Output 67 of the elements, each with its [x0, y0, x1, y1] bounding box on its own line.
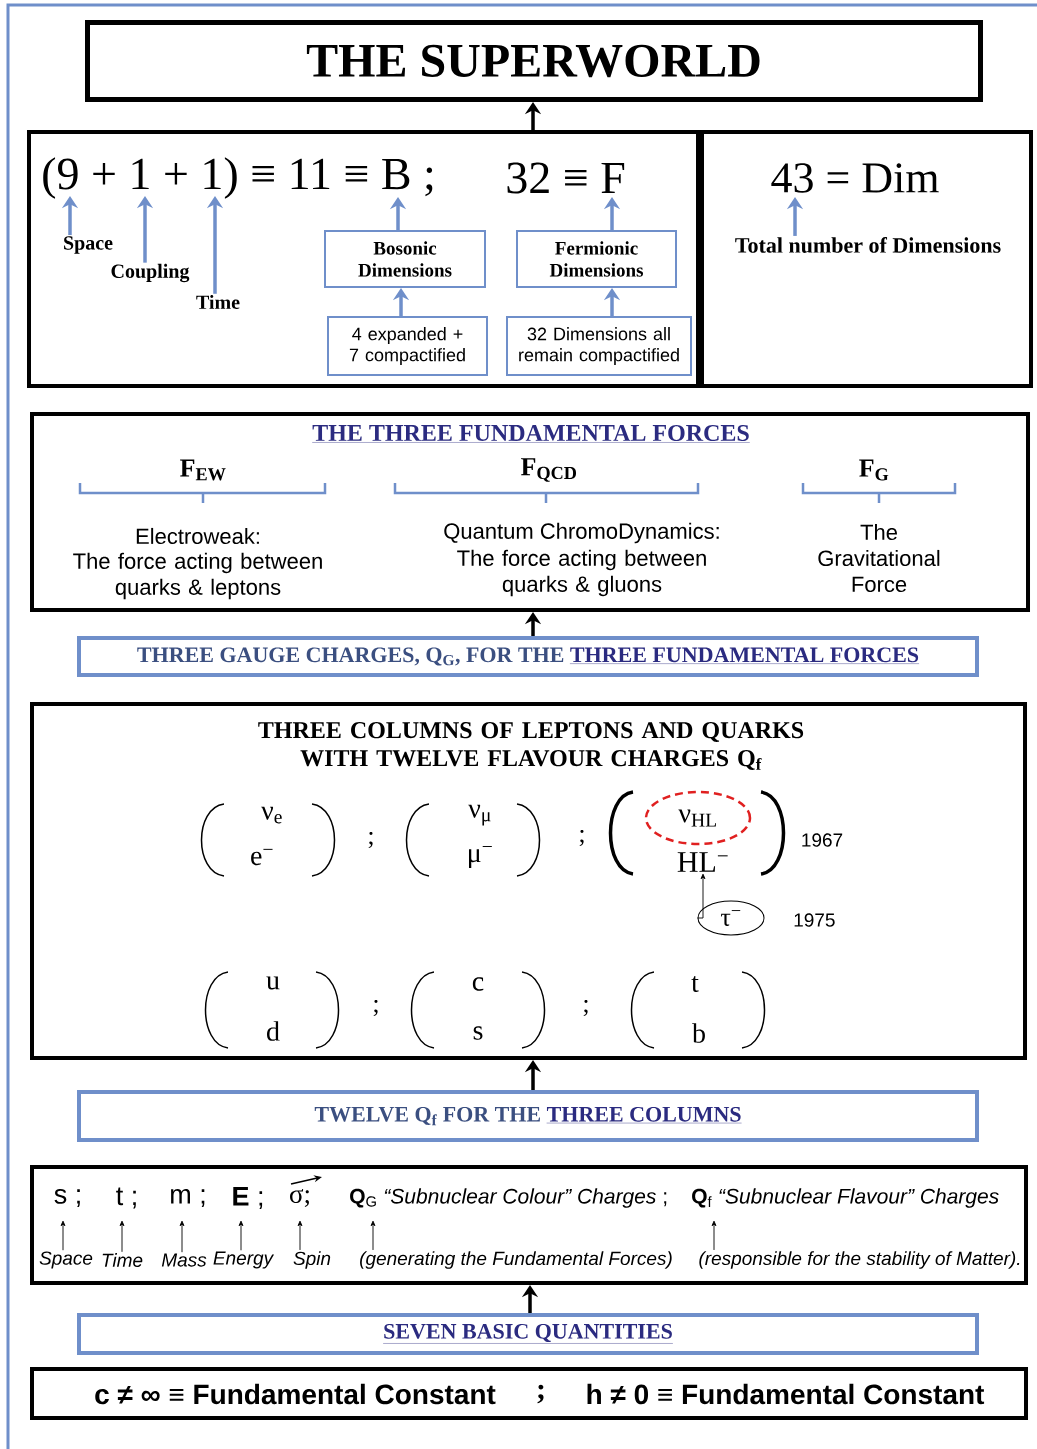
label-box: 32 Dimensions all remain compactified — [506, 316, 692, 376]
arrow — [297, 1220, 303, 1251]
quantity-symbol: s ; — [54, 1189, 80, 1207]
quantity-symbol: Q$_{f}$ “Subnuclear Flavour” Charges — [692, 1188, 999, 1208]
particle-symbol: HL$^{−}$ — [677, 852, 728, 872]
separator: ; — [373, 999, 378, 1017]
equation-text: (9 + 1 + 1) ≡ 11 ≡ B ; — [43, 157, 433, 199]
force-name: Quantum ChromoDynamics: — [444, 522, 719, 544]
year-label: 1967 — [802, 833, 843, 847]
quantity-caption: Time — [102, 1253, 143, 1267]
constant-text: h ≠ 0 ≡ Fundamental Constant — [587, 1383, 985, 1405]
separator: ; — [537, 1384, 544, 1404]
quantity-caption: (generating the Fundamental Forces) — [360, 1251, 672, 1269]
arrow — [711, 1220, 717, 1251]
arrow — [238, 1220, 244, 1251]
caption-text: Coupling — [111, 263, 190, 283]
separator: ; — [579, 829, 584, 847]
quantity-caption: Mass — [161, 1253, 207, 1267]
caption-text: Total number of Dimensions — [735, 237, 1001, 253]
force-name: Electroweak: — [136, 527, 259, 545]
constant-text: c ≠ ∞ ≡ Fundamental Constant — [95, 1383, 496, 1405]
arrow — [179, 1220, 185, 1253]
particle-symbol: b — [692, 1023, 705, 1043]
arrow — [697, 873, 706, 919]
year-label: 1975 — [794, 913, 835, 927]
separator: ; — [583, 999, 588, 1017]
quantity-symbol: Q$_{G}$ “Subnuclear Colour” Charges ; — [350, 1188, 667, 1208]
quantity-caption: Spin — [293, 1251, 331, 1269]
quantity-symbol: t ; — [116, 1187, 136, 1209]
force-description: The Gravitational Force — [818, 523, 940, 593]
particle-symbol: c — [472, 977, 484, 991]
force-description: The force acting between quarks & gluons — [457, 549, 706, 597]
particle-symbol: s — [473, 1026, 483, 1040]
quantity-caption: Energy — [213, 1251, 275, 1269]
particle-symbol: t — [691, 976, 699, 993]
separator: ; — [368, 831, 373, 849]
arrow — [60, 1220, 66, 1251]
particle-symbol: ν$_{μ}$ — [468, 804, 491, 826]
banner-box: SEVEN BASIC QUANTITIES — [77, 1313, 979, 1355]
particle-symbol: d — [267, 1021, 280, 1041]
heading-text: THREE COLUMNS OF LEPTONS AND QUARKS WITH TWELVE FLAVOUR CHARGES Q$_{f}$ — [258, 722, 804, 770]
particle-symbol: e$^{−}$ — [251, 848, 273, 866]
banner-box: TWELVE Q$_{f}$ FOR THE THREE COLUMNS — [77, 1090, 979, 1142]
caption-text: Space — [64, 236, 113, 254]
quantity-caption: Space — [39, 1251, 93, 1269]
label-box: Fermionic Dimensions — [516, 230, 677, 288]
arrow — [370, 1220, 376, 1251]
quantity-symbol: σ; — [290, 1189, 309, 1207]
quantity-symbol: m ; — [171, 1189, 205, 1207]
force-symbol: F$_{G}$ — [859, 459, 889, 481]
force-description: The force acting between quarks & leptons — [73, 552, 322, 600]
force-symbol: F$_{QCD}$ — [521, 458, 576, 482]
equation-text: 32 ≡ F — [507, 162, 625, 194]
quantity-caption: (responsible for the stability of Matter). — [699, 1251, 1020, 1269]
force-symbol: F$_{EW}$ — [180, 459, 226, 481]
banner-box: THREE GAUGE CHARGES, Q$_{G}$, FOR THE THREE FUNDAMENTAL FORCES — [77, 636, 979, 677]
caption-text: Time — [196, 294, 240, 310]
label-box: Bosonic Dimensions — [324, 230, 486, 288]
particle-symbol: μ$^{−}$ — [469, 846, 492, 868]
arrow — [119, 1220, 125, 1253]
particle-symbol: u — [266, 976, 280, 990]
label-box: 4 expanded + 7 compactified — [327, 316, 488, 376]
equation-text: 43 = Dim — [771, 163, 939, 193]
quantity-symbol: E ; — [233, 1187, 263, 1210]
particle-symbol: ν$_{e}$ — [261, 806, 282, 824]
title-box: THE SUPERWORLD — [85, 20, 983, 102]
heading-text: THE THREE FUNDAMENTAL FORCES — [312, 424, 750, 443]
